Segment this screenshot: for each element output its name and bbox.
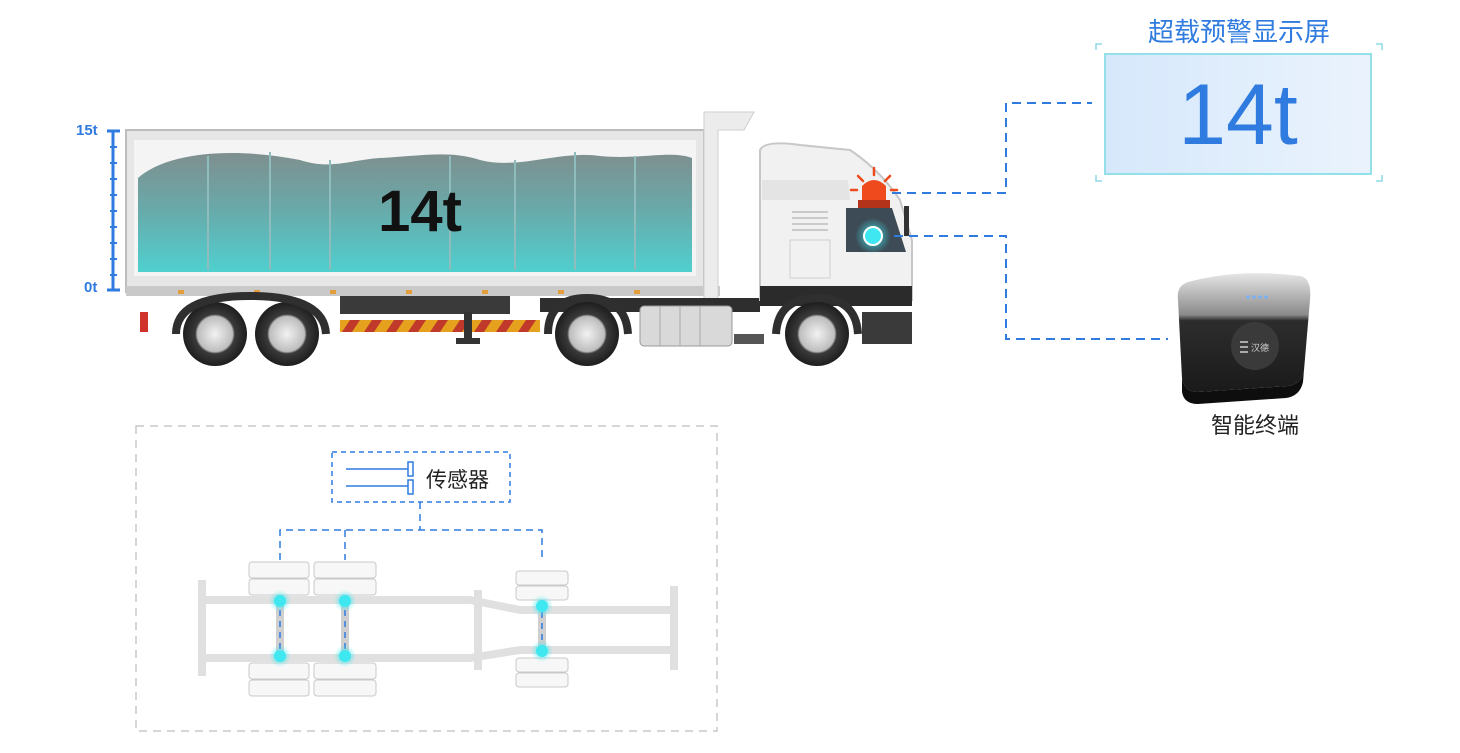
scale-min-label: 0t [84, 279, 98, 296]
smart-terminal-icon: 汉德 [1177, 273, 1311, 404]
terminal-brand: 汉德 [1251, 342, 1269, 354]
chassis-panel [135, 425, 718, 732]
axle-3 [515, 570, 569, 688]
load-scale [107, 129, 120, 292]
connector-lines [892, 102, 1168, 340]
sensor-label: 传感器 [426, 468, 489, 492]
terminal-label: 智能终端 [1210, 414, 1299, 439]
overload-display [1095, 43, 1383, 182]
warning-light-icon [849, 166, 899, 208]
sensor-dots [269, 590, 553, 667]
axle-1 [248, 561, 310, 697]
cargo-load-value: 14t [378, 179, 462, 244]
cargo-load [138, 153, 692, 272]
sensor-icon [346, 461, 414, 495]
display-value: 14t [1178, 66, 1298, 163]
scale-max-label: 15t [76, 122, 98, 139]
wheels [172, 291, 862, 366]
display-title: 超载预警显示屏 [1147, 18, 1330, 48]
sensor-legend-box [331, 451, 511, 503]
truck [125, 111, 913, 366]
axle-2 [313, 561, 377, 697]
